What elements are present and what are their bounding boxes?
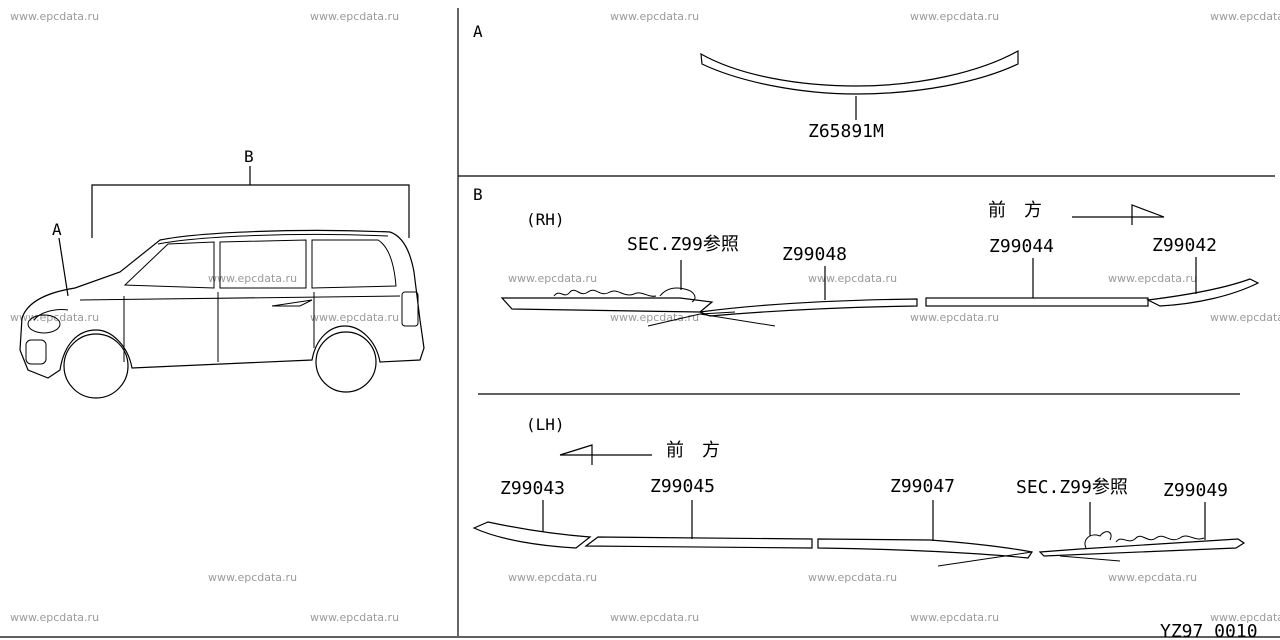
watermark: www.epcdata.ru (610, 10, 699, 23)
part-label-z99049[interactable]: Z99049 (1163, 480, 1228, 501)
part-label-z99047[interactable]: Z99047 (890, 476, 955, 497)
rh-decal-script (553, 287, 696, 303)
lh-z99045-strip (584, 536, 813, 549)
front-arrow-icon (559, 444, 652, 465)
part-label-z99042[interactable]: Z99042 (1152, 235, 1217, 256)
watermark: www.epcdata.ru (508, 571, 597, 584)
callout-b: B (244, 147, 254, 166)
part-label-z99043[interactable]: Z99043 (500, 478, 565, 499)
spoiler-molding-z65891m (700, 49, 1019, 95)
vehicle-overview: B A (19, 147, 425, 399)
rh-z99048-strip (697, 298, 918, 317)
part-label-z99048[interactable]: Z99048 (782, 244, 847, 265)
rh-group: (RH) 前 方 SEC.Z99参照 Z99048 Z99044 Z99042 (500, 200, 1260, 327)
callout-a-leader: A (52, 220, 69, 297)
watermark-layer: www.epcdata.ru www.epcdata.ru www.epcdat… (10, 10, 1280, 624)
watermark: www.epcdata.ru (1108, 272, 1197, 285)
rh-z99044-strip (925, 297, 1149, 307)
lh-group: (LH) 前 方 SEC.Z99参照 Z99043 Z99045 Z99047 … (472, 415, 1246, 567)
watermark: www.epcdata.ru (910, 10, 999, 23)
lh-edge-lines (937, 551, 1121, 567)
watermark: www.epcdata.ru (910, 311, 999, 324)
watermark: www.epcdata.ru (610, 611, 699, 624)
front-arrow-icon (1072, 204, 1165, 225)
rh-label: (RH) (526, 210, 565, 229)
callout-b-bracket: B (91, 147, 410, 238)
rh-direction-label: 前 方 (988, 200, 1042, 221)
section-a-title: A (473, 22, 483, 41)
van-illustration (19, 229, 425, 399)
watermark: www.epcdata.ru (1210, 311, 1280, 324)
rh-z99042-strip (1145, 278, 1260, 307)
lh-z99043-strip (472, 521, 592, 549)
callout-a: A (52, 220, 62, 239)
watermark: www.epcdata.ru (910, 611, 999, 624)
section-a: A Z65891M (473, 22, 1019, 142)
diagram-code: YZ97 0010 (1160, 621, 1258, 640)
rh-edge-lines (647, 311, 776, 327)
watermark: www.epcdata.ru (610, 311, 699, 324)
rh-sec-reference[interactable]: SEC.Z99参照 (627, 234, 739, 255)
watermark: www.epcdata.ru (208, 571, 297, 584)
watermark: www.epcdata.ru (310, 311, 399, 324)
part-label-z65891m[interactable]: Z65891M (808, 121, 884, 142)
watermark: www.epcdata.ru (808, 272, 897, 285)
section-b-title: B (473, 185, 483, 204)
watermark: www.epcdata.ru (1108, 571, 1197, 584)
rh-rear-molding (500, 297, 714, 313)
watermark: www.epcdata.ru (808, 571, 897, 584)
lh-sec-reference[interactable]: SEC.Z99参照 (1016, 477, 1128, 498)
section-b: B (RH) 前 方 SEC.Z99参照 Z99048 Z99044 Z9904 (472, 185, 1260, 567)
part-label-z99044[interactable]: Z99044 (989, 236, 1054, 257)
watermark: www.epcdata.ru (10, 611, 99, 624)
watermark: www.epcdata.ru (508, 272, 597, 285)
watermark: www.epcdata.ru (1210, 10, 1280, 23)
lh-decal-script (1084, 531, 1205, 549)
watermark: www.epcdata.ru (310, 10, 399, 23)
lh-rear-molding (1038, 538, 1246, 557)
lh-direction-label: 前 方 (666, 440, 720, 461)
watermark: www.epcdata.ru (1210, 611, 1280, 624)
watermark: www.epcdata.ru (10, 10, 99, 23)
watermark: www.epcdata.ru (310, 611, 399, 624)
lh-label: (LH) (526, 415, 565, 434)
lh-z99047-strip (817, 538, 1034, 559)
part-label-z99045[interactable]: Z99045 (650, 476, 715, 497)
watermark: www.epcdata.ru (208, 272, 297, 285)
